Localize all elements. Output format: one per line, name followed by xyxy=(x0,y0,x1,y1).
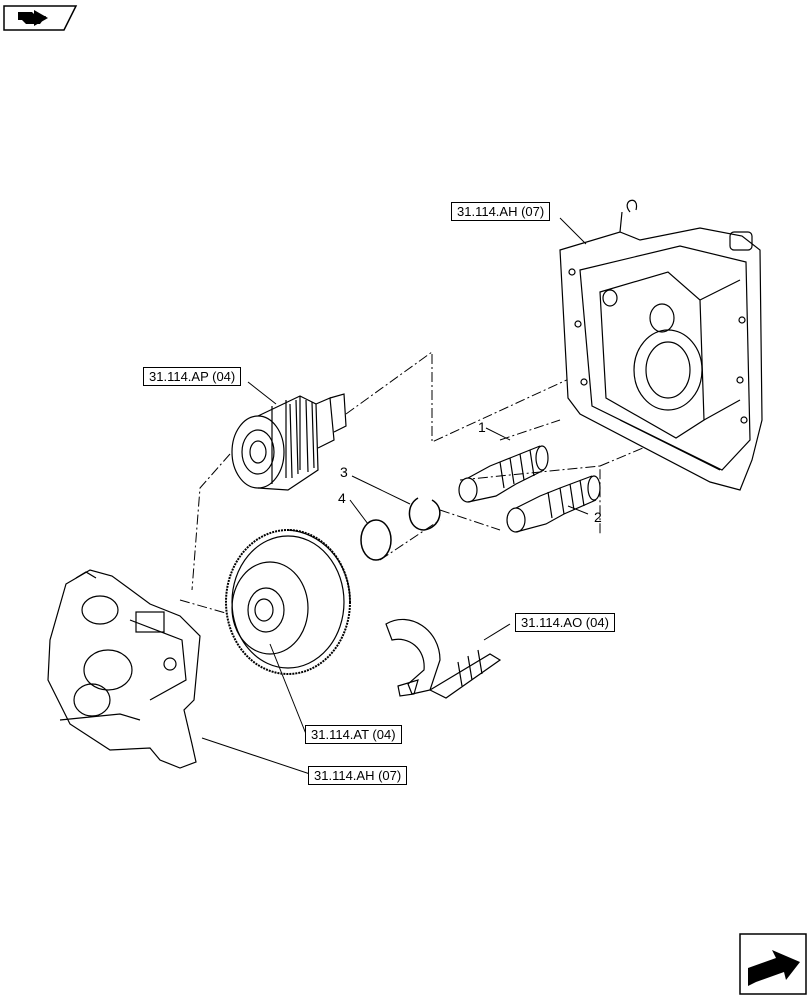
callout-4: 4 xyxy=(338,490,346,506)
shift-fork-drawing xyxy=(385,618,502,699)
ref-gear-shaft-label[interactable]: 31.114.AP (04) xyxy=(143,367,242,386)
o-ring-drawing xyxy=(360,519,392,561)
ref-big-gear-label[interactable]: 31.114.AT (04) xyxy=(305,725,402,744)
housing-right-drawing xyxy=(559,199,763,491)
next-page-arrow-icon[interactable] xyxy=(739,933,807,995)
housing-left-drawing xyxy=(47,569,201,769)
ref-housing-top-label[interactable]: 31.114.AH (07) xyxy=(451,202,551,221)
ref-shift-fork-label[interactable]: 31.114.AO (04) xyxy=(515,613,615,632)
gear-shaft-drawing xyxy=(231,393,347,491)
shaft-1-drawing xyxy=(458,445,549,503)
leader-lines xyxy=(201,217,589,775)
large-gear-drawing xyxy=(225,529,351,675)
callout-1: 1 xyxy=(478,419,486,435)
callout-3: 3 xyxy=(340,464,348,480)
callout-2: 2 xyxy=(594,509,602,525)
ref-housing-bottom-label[interactable]: 31.114.AH (07) xyxy=(308,766,408,785)
shaft-2-drawing xyxy=(506,475,601,533)
circlip-drawing xyxy=(408,497,441,531)
book-navigation-icon[interactable] xyxy=(3,5,78,31)
